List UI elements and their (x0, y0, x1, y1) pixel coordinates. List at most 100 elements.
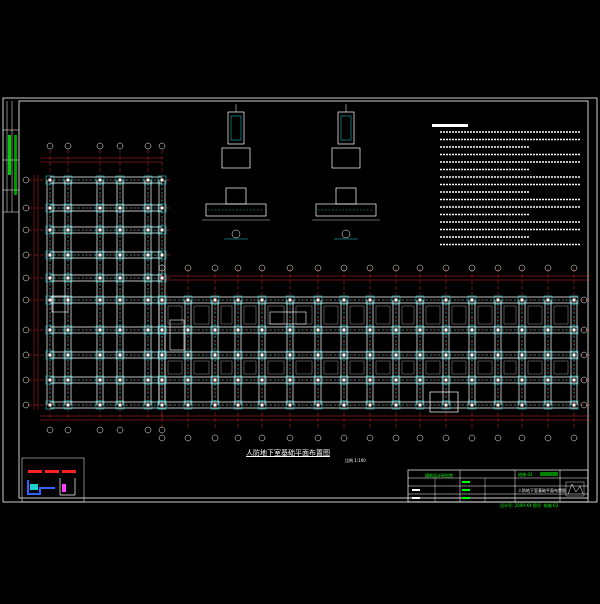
column-core (48, 253, 52, 257)
column-core (118, 276, 122, 280)
room-outline (375, 360, 391, 375)
column-core (342, 298, 346, 302)
design-notes-block (432, 124, 580, 246)
section-mark (341, 229, 351, 239)
column-core (236, 403, 240, 407)
column-pad (63, 225, 73, 235)
column-pad (157, 175, 167, 185)
column-core (118, 403, 122, 407)
column-pad (339, 375, 349, 385)
column-pad (365, 350, 375, 360)
column-pad (543, 400, 553, 410)
title-block-sheet-number: 结施-03 (518, 472, 533, 477)
column-core (98, 328, 102, 332)
column-pad (95, 295, 105, 305)
column-core (160, 353, 164, 357)
column-core (418, 328, 422, 332)
column-core (66, 353, 70, 357)
column-pad (157, 273, 167, 283)
column-core (546, 403, 550, 407)
equipment-base (51, 295, 69, 313)
column-core (160, 206, 164, 210)
column-pad (569, 350, 579, 360)
column-pad (63, 375, 73, 385)
column-core (288, 378, 292, 382)
room-outline (323, 305, 339, 325)
column-pad (115, 273, 125, 283)
grid-bubble (22, 251, 30, 259)
column-core (160, 178, 164, 182)
grid-bubble (468, 264, 476, 272)
sheet-outer-frame (2, 97, 598, 503)
column-pad (210, 375, 220, 385)
column-core (118, 378, 122, 382)
grid-bubble (22, 326, 30, 334)
column-core (470, 403, 474, 407)
column-pad (415, 350, 425, 360)
grid-bubble (184, 434, 192, 442)
column-pad (285, 400, 295, 410)
column-pad (210, 295, 220, 305)
room-outline (375, 305, 391, 325)
column-core (98, 253, 102, 257)
column-core (520, 403, 524, 407)
column-pad (517, 350, 527, 360)
grid-bubble (158, 434, 166, 442)
column-pad (313, 400, 323, 410)
section-block (331, 147, 361, 169)
grid-bubble (442, 434, 450, 442)
room-outline (243, 360, 257, 375)
room-outline (349, 360, 365, 375)
sheet-inner-frame (18, 100, 589, 499)
grid-bubble (340, 434, 348, 442)
column-pad (233, 350, 243, 360)
grid-bubble (22, 176, 30, 184)
room-outline (553, 305, 569, 325)
column-core (48, 276, 52, 280)
column-pad (441, 350, 451, 360)
column-core (546, 353, 550, 357)
column-pad (115, 295, 125, 305)
foundation-section-details (202, 104, 380, 240)
grid-bubble (158, 142, 166, 150)
column-pad (115, 375, 125, 385)
column-pad (415, 400, 425, 410)
grid-bubble (286, 264, 294, 272)
column-pad (441, 400, 451, 410)
column-pad (63, 325, 73, 335)
column-pad (183, 350, 193, 360)
column-core (444, 298, 448, 302)
column-core (48, 298, 52, 302)
column-core (342, 328, 346, 332)
column-pad (493, 375, 503, 385)
column-core (368, 298, 372, 302)
column-pad (95, 375, 105, 385)
column-core (368, 403, 372, 407)
grid-axis-layer (22, 142, 590, 442)
grid-bubble (392, 434, 400, 442)
column-core (418, 403, 422, 407)
column-pad (63, 203, 73, 213)
column-pad (517, 325, 527, 335)
column-core (213, 378, 217, 382)
column-core (418, 378, 422, 382)
column-core (160, 228, 164, 232)
column-pad (95, 203, 105, 213)
room-outline (527, 360, 543, 375)
column-core (368, 328, 372, 332)
column-pad (143, 350, 153, 360)
grid-bubble (570, 434, 578, 442)
column-pad (210, 400, 220, 410)
column-pad (143, 375, 153, 385)
column-core (444, 378, 448, 382)
column-core (444, 328, 448, 332)
grid-bubble (234, 264, 242, 272)
column-core (394, 378, 398, 382)
column-core (48, 403, 52, 407)
room-outline (323, 360, 339, 375)
column-pad (517, 400, 527, 410)
grid-bubble (22, 376, 30, 384)
column-core (496, 378, 500, 382)
column-pad (493, 295, 503, 305)
